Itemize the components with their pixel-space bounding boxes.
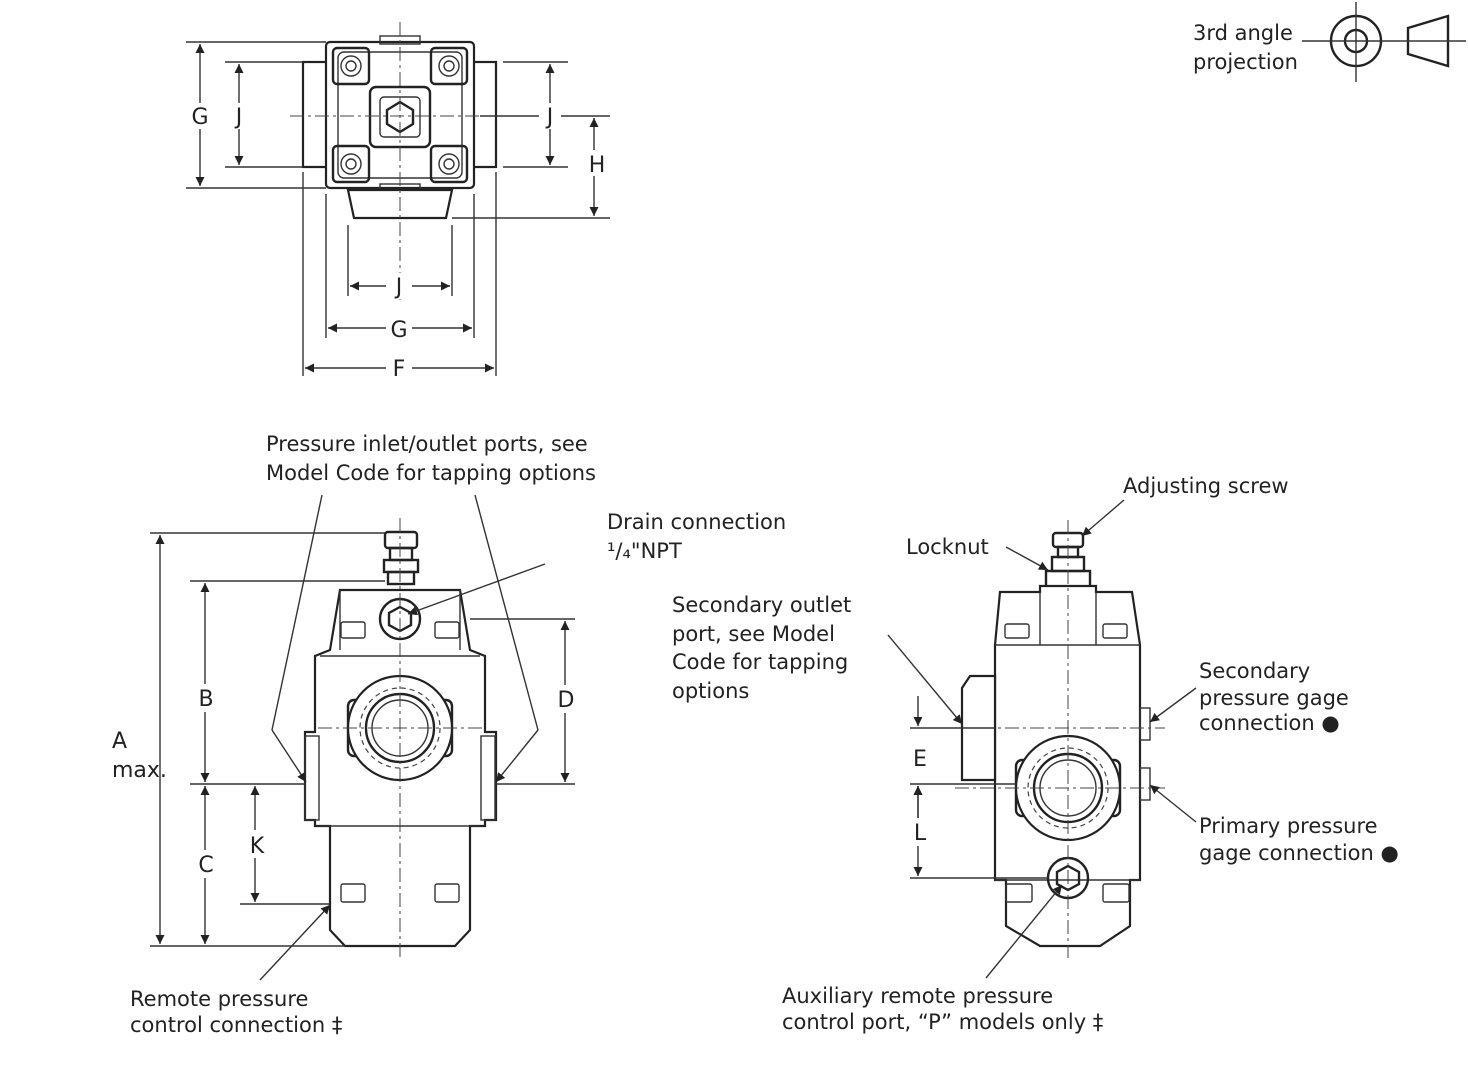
dim-B: B xyxy=(198,687,213,712)
label-primary-gage-line1: Primary pressure xyxy=(1199,814,1378,838)
label-ports-line2: Model Code for tapping options xyxy=(266,461,596,485)
dim-E: E xyxy=(913,747,927,772)
dim-C: C xyxy=(198,853,213,878)
label-remote-line2: control connection ‡ xyxy=(130,1013,342,1037)
label-auxiliary-line1: Auxiliary remote pressure xyxy=(782,984,1053,1008)
label-drain-line1: Drain connection xyxy=(607,510,786,534)
bolt-icon xyxy=(331,46,371,86)
label-secondary-outlet-line2: port, see Model xyxy=(672,622,835,646)
projection-symbol: 3rd angle projection xyxy=(1193,2,1466,82)
label-auxiliary-line2: control port, “P” models only ‡ xyxy=(782,1010,1103,1034)
label-ports-line1: Pressure inlet/outlet ports, see xyxy=(266,432,588,456)
label-secondary-outlet-line1: Secondary outlet xyxy=(672,593,851,617)
dim-D: D xyxy=(558,688,575,713)
projection-label-line2: projection xyxy=(1193,50,1298,74)
side-view: E L Adjusting screw Locknut Secondary ou… xyxy=(672,474,1399,1034)
projection-label-line1: 3rd angle xyxy=(1193,21,1293,45)
label-adjusting-screw: Adjusting screw xyxy=(1123,474,1289,498)
dim-L: L xyxy=(914,821,927,846)
dim-J-left: J xyxy=(234,105,243,130)
dim-G-bottom: G xyxy=(390,318,407,343)
label-secondary-outlet-line4: options xyxy=(672,679,749,703)
label-locknut: Locknut xyxy=(906,535,989,559)
dim-J-right: J xyxy=(545,105,554,130)
label-secondary-gage-line1: Secondary xyxy=(1199,659,1310,683)
label-drain-line2: ¹/₄"NPT xyxy=(607,539,682,563)
dim-H: H xyxy=(589,153,606,178)
bolt-icon xyxy=(429,144,469,184)
label-remote-line1: Remote pressure xyxy=(130,987,308,1011)
dim-K: K xyxy=(250,834,265,859)
projection-cone-icon xyxy=(1398,14,1466,68)
label-primary-gage-line2: gage connection ● xyxy=(1199,841,1399,865)
dim-A: A xyxy=(112,729,127,754)
dim-F: F xyxy=(393,357,406,382)
dim-G-left: G xyxy=(191,105,208,130)
projection-circle-icon xyxy=(1302,2,1398,82)
front-view: B C K D A max. Pressure inlet/outlet por… xyxy=(112,432,786,1037)
top-view: G J J H J G F xyxy=(186,22,610,382)
dim-J-bottom: J xyxy=(394,275,403,300)
label-secondary-gage-line2: pressure gage xyxy=(1199,686,1349,710)
dim-A-max: max. xyxy=(112,758,167,783)
label-secondary-gage-line3: connection ● xyxy=(1199,711,1340,735)
bolt-icon xyxy=(429,46,469,86)
label-secondary-outlet-line3: Code for tapping xyxy=(672,650,848,674)
bolt-icon xyxy=(331,144,371,184)
